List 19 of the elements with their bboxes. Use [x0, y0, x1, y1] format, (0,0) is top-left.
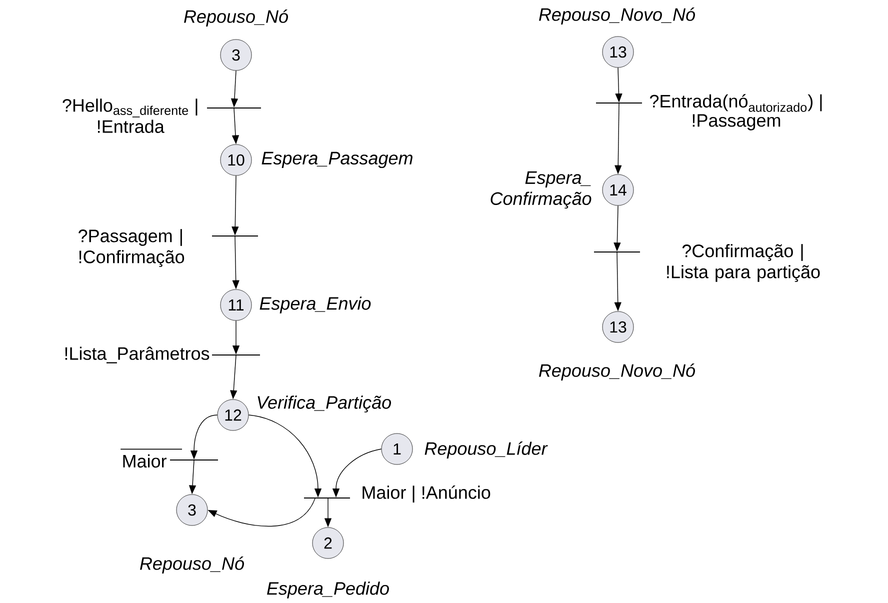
transition-label: $\text{?Hello}_{\text{ass\_diferente}}\text{ |}$ — [62, 98, 198, 118]
place-label: Repouso_Nó — [184, 10, 288, 26]
place-label: Espera_Envio — [260, 296, 371, 314]
place-label: Repouso_Nó — [140, 556, 244, 574]
place-label: Espera_Pedido — [267, 582, 389, 598]
place-label: Verifica_Partição — [258, 396, 392, 412]
transition-label: !Entrada — [98, 120, 164, 133]
transition-label: Maior | !Anúncio — [362, 485, 490, 503]
transition-label: ?Confirmação | !Lista para partição — [667, 244, 820, 282]
place-label: Repouso_Líder — [424, 442, 548, 458]
transition-label: !Lista_Parâmetros — [65, 346, 210, 364]
place-label: Espera_ Confirmação — [490, 171, 592, 209]
place-label: Repouso_Novo_Nó — [539, 8, 695, 24]
transition-label: !Passagem — [692, 114, 780, 130]
place-label: Repouso_Novo_Nó — [539, 364, 695, 380]
transition-label: Maior — [123, 454, 166, 468]
transition-label: $\text{?Entrada(nó}_{\text{autorizado}}\text{) |}$ — [650, 94, 822, 112]
transition-label: ?Passagem | !Confirmação — [78, 229, 184, 267]
place-label: Espera_Passagem — [262, 152, 412, 168]
